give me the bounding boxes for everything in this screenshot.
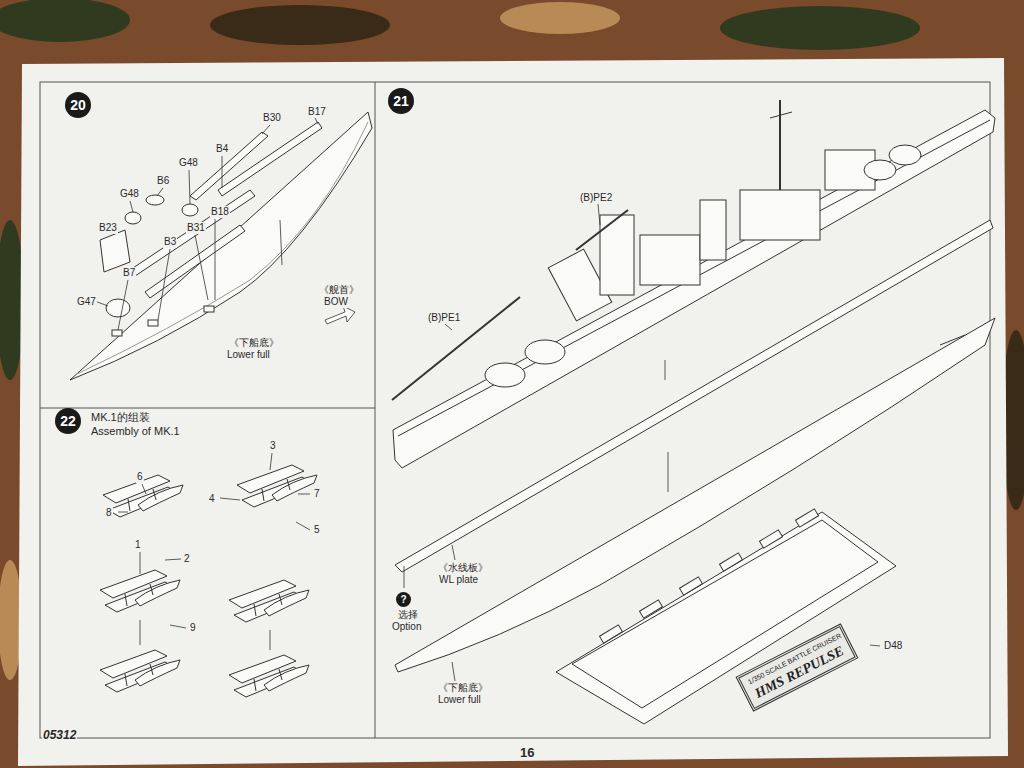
lower-hull-20 [70,112,372,380]
step-label: 22 [60,413,76,429]
part-label: Lower full [226,349,271,361]
step-label: 21 [393,93,409,109]
page-number: 05312 [42,728,77,742]
part-label: B6 [156,175,170,187]
part-label: B17 [307,106,327,118]
part-label: G48 [119,188,140,200]
callout-number: 8 [105,507,113,519]
paper [18,58,1008,766]
callout-number: 3 [269,440,277,452]
leader-lines-20 [92,118,355,330]
callout-number: 1 [134,539,142,551]
step-label: ? [400,594,406,605]
part-label: B30 [262,112,282,124]
step-number: 22 [55,408,81,434]
page-number: 16 [519,745,535,760]
part-label: D48 [883,640,903,652]
part-label: WL plate [438,574,479,586]
part-label: Lower full [437,694,482,706]
callout-number: 2 [183,553,191,565]
part-label: 《水线板》 [437,562,489,574]
shaft-parts [100,122,322,336]
part-label: B18 [210,206,230,218]
part-label: 选择 [397,609,419,621]
leader-lines-22 [118,453,310,650]
part-label: 《舰首》 [318,284,360,296]
callout-number: 9 [189,622,197,634]
part-label: 《下船底》 [437,682,489,694]
step-label: 20 [70,97,86,113]
part-label: BOW [323,296,349,308]
callout-number: 7 [313,488,321,500]
part-label: B7 [122,267,136,279]
part-label: G47 [76,296,97,308]
part-label: (B)PE2 [579,192,613,204]
photo-etch-rails [392,204,628,400]
part-label: Assembly of MK.1 [90,425,181,438]
callout-number: 4 [208,493,216,505]
part-label: G48 [178,157,199,169]
step-number: 20 [65,92,91,118]
part-label: Option [391,621,422,633]
part-label: 《下船底》 [228,337,280,349]
option-icon: ? [396,592,411,607]
step-number: 21 [388,88,414,114]
mk1-planes [100,465,317,697]
part-label: B4 [215,143,229,155]
part-label: B3 [163,236,177,248]
stand-plaque: 1/350 SCALE BATTLE CRUISERHMS REPULSE [736,623,859,711]
part-label: B31 [186,222,206,234]
ship-upper-hull [393,100,995,468]
callout-number: 6 [136,471,144,483]
display-stand [556,509,896,724]
part-label: (B)PE1 [427,312,461,324]
part-label: MK.1的组装 [90,411,151,424]
callout-number: 5 [313,524,321,536]
part-label: B23 [98,222,118,234]
